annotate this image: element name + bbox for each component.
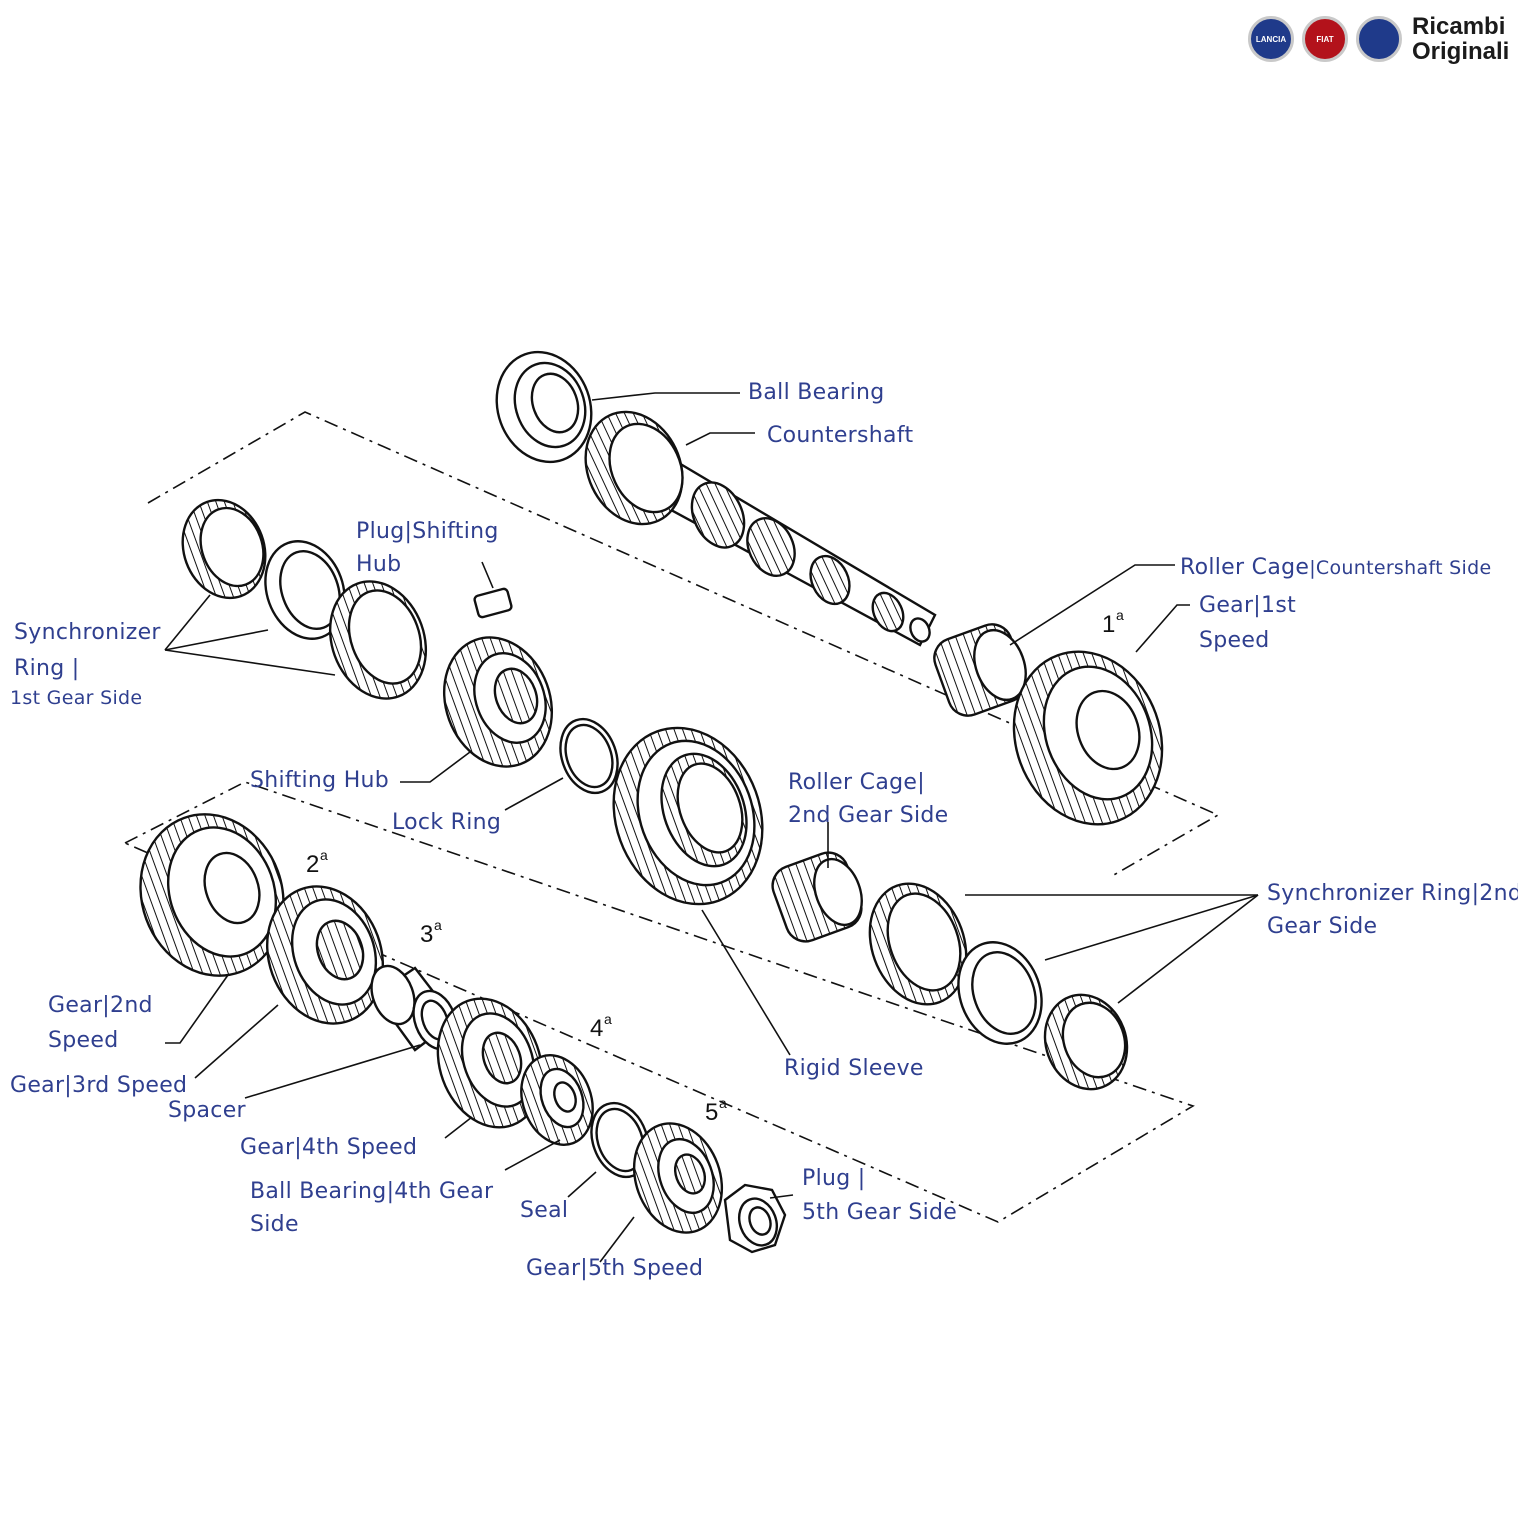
label-shifting-hub: Shifting Hub bbox=[250, 768, 390, 793]
rigid-sleeve-part bbox=[612, 726, 764, 906]
label-plug-5th-2: 5th Gear Side bbox=[802, 1200, 958, 1225]
label-seal: Seal bbox=[520, 1198, 569, 1223]
svg-text:a: a bbox=[1116, 607, 1124, 623]
label-roller-cage-cs-1: Roller Cage bbox=[1180, 555, 1310, 580]
svg-text:a: a bbox=[604, 1011, 612, 1027]
label-gear-1st-2: Speed bbox=[1199, 628, 1270, 653]
shifting-hub-part bbox=[442, 636, 554, 768]
label-spacer: Spacer bbox=[168, 1098, 246, 1123]
label-roller-cage-2nd-1: Roller Cage| bbox=[788, 770, 925, 795]
svg-text:1: 1 bbox=[1102, 611, 1115, 638]
label-ball-bearing: Ball Bearing bbox=[748, 380, 885, 405]
brand-text: Ricambi Originali bbox=[1412, 14, 1509, 64]
svg-text:3: 3 bbox=[420, 921, 433, 948]
label-plug-shifting-hub-1: Plug|Shifting bbox=[356, 519, 499, 544]
roller-cage-countershaft-part bbox=[933, 623, 1027, 717]
ball-bearing-4th-part bbox=[520, 1054, 594, 1146]
label-sync-ring-2nd-1: Synchronizer Ring|2nd bbox=[1267, 881, 1518, 906]
label-sync-ring-2nd-2: Gear Side bbox=[1267, 914, 1378, 939]
svg-text:a: a bbox=[434, 917, 442, 933]
alfa-romeo-logo-icon bbox=[1356, 16, 1402, 62]
label-gear-4th: Gear|4th Speed bbox=[240, 1135, 418, 1160]
label-gear-2nd-2: Speed bbox=[48, 1028, 119, 1053]
gear-1st-part bbox=[1012, 650, 1164, 826]
gear-5th-part bbox=[632, 1122, 724, 1234]
plug-shifting-hub-part bbox=[473, 587, 513, 619]
label-ball-bearing-4th-1: Ball Bearing|4th Gear bbox=[250, 1179, 494, 1204]
plug-5th-part bbox=[723, 1183, 787, 1254]
countershaft-part bbox=[584, 410, 937, 647]
label-sync-ring-1st-2: Ring | bbox=[14, 656, 80, 681]
leader-lines bbox=[164, 392, 1259, 1263]
label-roller-cage-2nd-2: 2nd Gear Side bbox=[788, 803, 949, 828]
svg-text:a: a bbox=[320, 847, 328, 863]
lancia-logo-icon: LANCIA bbox=[1248, 16, 1294, 62]
svg-text:5: 5 bbox=[705, 1099, 718, 1126]
svg-text:2: 2 bbox=[306, 851, 319, 878]
gear-number-4: 4 a bbox=[590, 1011, 612, 1042]
label-roller-cage-cs-2: |Countershaft Side bbox=[1309, 557, 1492, 579]
label-gear-2nd-1: Gear|2nd bbox=[48, 993, 153, 1018]
label-sync-ring-1st-3: 1st Gear Side bbox=[10, 687, 143, 709]
gear-3rd-part bbox=[265, 885, 385, 1025]
label-plug-5th-1: Plug | bbox=[802, 1166, 866, 1191]
label-gear-3rd: Gear|3rd Speed bbox=[10, 1073, 188, 1098]
svg-text:4: 4 bbox=[590, 1015, 603, 1042]
label-plug-shifting-hub-2: Hub bbox=[356, 552, 402, 577]
sync-rings-1st-part bbox=[181, 498, 428, 700]
label-roller-cage-countershaft: Roller Cage|Countershaft Side bbox=[1180, 551, 1491, 585]
gear-number-1: 1 a bbox=[1102, 607, 1124, 638]
roller-cage-2nd-part bbox=[771, 851, 863, 943]
label-countershaft: Countershaft bbox=[767, 423, 914, 448]
gear-2nd-part bbox=[139, 813, 285, 977]
seal-part bbox=[590, 1101, 650, 1179]
label-sync-ring-1st-1: Synchronizer bbox=[14, 620, 161, 645]
label-lock-ring: Lock Ring bbox=[392, 810, 502, 835]
lock-ring-part bbox=[559, 717, 619, 795]
label-gear-5th: Gear|5th Speed bbox=[526, 1256, 704, 1281]
dashed-group-upper bbox=[124, 411, 1220, 1223]
label-rigid-sleeve: Rigid Sleeve bbox=[784, 1056, 924, 1081]
gear-4th-part bbox=[436, 997, 544, 1129]
brand-line-1: Ricambi bbox=[1412, 13, 1506, 40]
svg-text:a: a bbox=[719, 1095, 727, 1111]
fiat-logo-icon: FIAT bbox=[1302, 16, 1348, 62]
label-gear-1st-1: Gear|1st bbox=[1199, 593, 1297, 618]
gear-number-5: 5 a bbox=[705, 1095, 727, 1126]
sync-rings-2nd-part bbox=[868, 882, 1129, 1091]
ball-bearing-part bbox=[495, 350, 593, 464]
gear-number-3: 3 a bbox=[420, 917, 442, 948]
brand-line-2: Originali bbox=[1412, 38, 1510, 65]
gear-number-2: 2 a bbox=[306, 847, 328, 878]
label-ball-bearing-4th-2: Side bbox=[250, 1212, 299, 1237]
